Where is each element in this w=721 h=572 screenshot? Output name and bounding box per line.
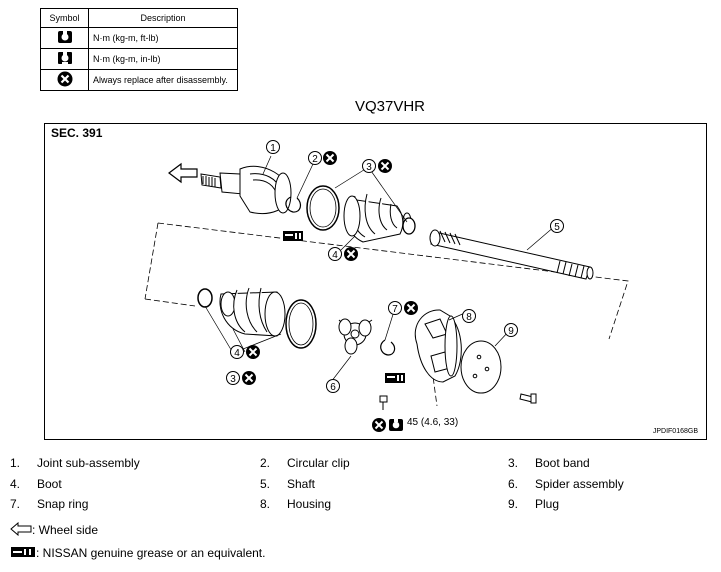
replace-icon-3-upper bbox=[377, 158, 393, 174]
legend-header-description: Description bbox=[88, 8, 238, 28]
spider-assembly bbox=[338, 318, 373, 355]
callout-8: 8 bbox=[462, 309, 476, 323]
boot-upper bbox=[343, 193, 412, 243]
replace-x-icon bbox=[40, 69, 89, 91]
wheel-side-note: : Wheel side bbox=[10, 521, 98, 537]
grease-icon bbox=[11, 547, 35, 557]
legend-desc-replace: Always replace after disassembly. bbox=[88, 69, 238, 91]
grease-marker-lower bbox=[385, 373, 405, 383]
callout-1: 1 bbox=[266, 140, 280, 154]
grease-marker-upper bbox=[283, 231, 303, 241]
replace-icon-bolt bbox=[371, 417, 387, 433]
svg-text:4: 4 bbox=[234, 348, 240, 359]
torque-wrench-inlb-icon bbox=[40, 48, 89, 70]
grease-note: : NISSAN genuine grease or an equivalent… bbox=[10, 546, 265, 560]
svg-text:8: 8 bbox=[466, 312, 472, 323]
svg-text:7: 7 bbox=[392, 304, 398, 315]
section-label: SEC. 391 bbox=[51, 126, 103, 140]
callout-6: 6 bbox=[326, 379, 340, 393]
callout-4-lower: 4 bbox=[230, 345, 244, 359]
wheel-side-arrow bbox=[168, 162, 198, 184]
svg-text:2: 2 bbox=[312, 154, 318, 165]
boot-lower bbox=[219, 287, 286, 337]
svg-text:5: 5 bbox=[554, 222, 560, 233]
svg-text:3: 3 bbox=[366, 162, 372, 173]
torque-spec: 45 (4.6, 33) bbox=[407, 417, 459, 428]
torque-wrench-icon bbox=[389, 418, 403, 431]
shaft bbox=[429, 229, 594, 280]
housing bbox=[414, 309, 462, 383]
callout-7: 7 bbox=[388, 301, 402, 315]
boot-band-small-upper bbox=[402, 217, 416, 235]
replace-icon-4-lower bbox=[245, 344, 261, 360]
svg-text:4: 4 bbox=[332, 250, 338, 261]
callout-2: 2 bbox=[308, 151, 322, 165]
plug bbox=[460, 340, 502, 394]
svg-text:1: 1 bbox=[270, 143, 276, 154]
dashed-frame bbox=[144, 222, 629, 407]
legend-header-symbol: Symbol bbox=[40, 8, 89, 28]
joint-sub-assembly bbox=[200, 165, 292, 214]
svg-text:9: 9 bbox=[508, 326, 514, 337]
svg-text:3: 3 bbox=[230, 374, 236, 385]
svg-text:6: 6 bbox=[330, 382, 336, 393]
callout-3-upper: 3 bbox=[362, 159, 376, 173]
callout-5: 5 bbox=[550, 219, 564, 233]
circular-clip bbox=[285, 196, 302, 213]
replace-icon-2 bbox=[322, 150, 338, 166]
drive-shaft-drawing: 1 2 3 4 5 4 3 6 7 8 9 bbox=[144, 140, 629, 433]
symbol-legend-table: Symbol Description N·m (kg-m, ft-lb) N·m… bbox=[40, 8, 238, 91]
legend-desc-inlb: N·m (kg-m, in-lb) bbox=[88, 48, 238, 70]
boot-band-large-lower bbox=[285, 299, 317, 349]
figure-code: JPDIF0168GB bbox=[652, 428, 698, 435]
model-title: VQ37VHR bbox=[354, 98, 426, 115]
wheel-side-arrow-icon bbox=[10, 521, 32, 537]
boot-band-small-lower bbox=[197, 288, 213, 308]
replace-icon-4-upper bbox=[343, 246, 359, 262]
replace-icon-7 bbox=[403, 300, 419, 316]
torque-wrench-ftlb-icon bbox=[40, 27, 89, 49]
boot-band-large-upper bbox=[306, 185, 340, 231]
legend-desc-ftlb: N·m (kg-m, ft-lb) bbox=[88, 27, 238, 49]
housing-bolt bbox=[379, 395, 388, 410]
replace-icon-3-lower bbox=[241, 370, 257, 386]
callout-3-lower: 3 bbox=[226, 371, 240, 385]
callouts: 1 2 3 4 5 4 3 6 7 8 9 bbox=[226, 140, 564, 393]
bolt bbox=[519, 393, 537, 404]
callout-9: 9 bbox=[504, 323, 518, 337]
leader-lines bbox=[204, 155, 556, 383]
callout-4-upper: 4 bbox=[328, 247, 342, 261]
snap-ring bbox=[380, 339, 396, 356]
exploded-diagram: SEC. 391 bbox=[44, 123, 707, 440]
